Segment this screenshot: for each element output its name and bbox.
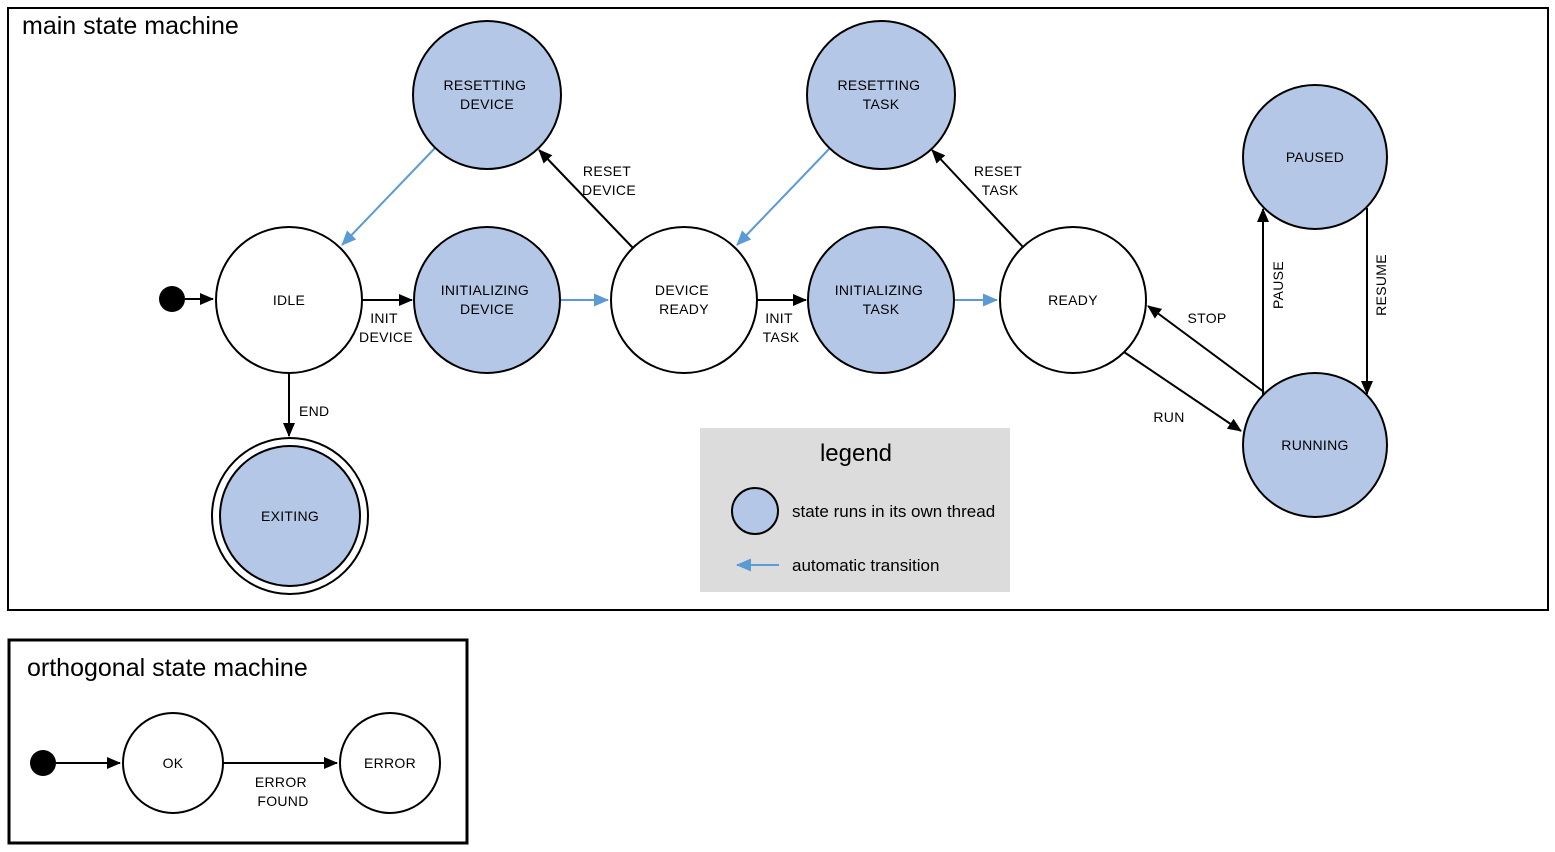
transition-label-resume: RESUME — [1373, 254, 1389, 316]
state-label-error: ERROR — [364, 755, 416, 771]
legend-thread-state-icon — [731, 487, 779, 535]
main-title: main state machine — [22, 12, 239, 40]
state-resetting-device — [412, 20, 562, 170]
state-label-device-ready: DEVICE READY — [655, 282, 713, 317]
state-label-resetting-task: RESETTING TASK — [837, 77, 924, 112]
state-error — [339, 712, 441, 814]
state-running — [1242, 372, 1388, 518]
state-paused — [1242, 84, 1388, 230]
state-initializing-task — [807, 226, 955, 374]
legend-automatic-transition-label: automatic transition — [792, 556, 939, 575]
legend-title: legend — [820, 440, 892, 467]
transition-reset-device — [538, 149, 634, 249]
auto-transition-resetting-task-to-device-ready — [736, 147, 831, 246]
state-ready — [999, 226, 1147, 374]
transition-label-init-task: INIT TASK — [763, 310, 800, 345]
main-state-machine-panel: main state machine INIT DEVICE INIT TASK… — [7, 7, 1549, 611]
state-label-ready: READY — [1048, 292, 1098, 308]
state-label-exiting: EXITING — [261, 508, 319, 524]
state-label-resetting-device: RESETTING DEVICE — [443, 77, 530, 112]
state-label-ok: OK — [163, 755, 184, 771]
state-idle — [215, 226, 363, 374]
transition-stop — [1147, 305, 1265, 393]
transition-label-init-device: INIT DEVICE — [359, 310, 413, 345]
transition-run — [1123, 351, 1242, 432]
state-label-initializing-task: INITIALIZING TASK — [835, 282, 928, 317]
legend-box: legend state runs in its own thread auto… — [700, 428, 1010, 592]
transition-reset-task — [931, 149, 1024, 248]
state-label-idle: IDLE — [273, 292, 305, 308]
legend-thread-state-label: state runs in its own thread — [792, 502, 995, 521]
state-ok — [122, 712, 224, 814]
transition-label-error-found: ERROR FOUND — [255, 774, 311, 809]
orthogonal-title: orthogonal state machine — [27, 654, 308, 682]
transition-label-end: END — [299, 403, 329, 419]
orthogonal-state-machine-panel: orthogonal state machine ERROR FOUND OK … — [7, 638, 469, 845]
transition-label-stop: STOP — [1187, 310, 1226, 326]
transition-label-run: RUN — [1153, 409, 1184, 425]
orthogonal-initial-state-dot — [30, 750, 56, 776]
transition-label-reset-device: RESET DEVICE — [582, 163, 636, 198]
state-label-initializing-device: INITIALIZING DEVICE — [441, 282, 534, 317]
final-state-exiting — [219, 445, 361, 587]
transition-label-pause: PAUSE — [1270, 261, 1286, 309]
state-initializing-device — [413, 226, 561, 374]
state-label-paused: PAUSED — [1286, 149, 1344, 165]
state-label-running: RUNNING — [1281, 437, 1348, 453]
initial-state-dot — [159, 286, 185, 312]
state-device-ready — [610, 226, 758, 374]
state-resetting-task — [806, 20, 956, 170]
transition-label-reset-task: RESET TASK — [974, 163, 1026, 198]
auto-transition-resetting-device-to-idle — [341, 147, 436, 246]
